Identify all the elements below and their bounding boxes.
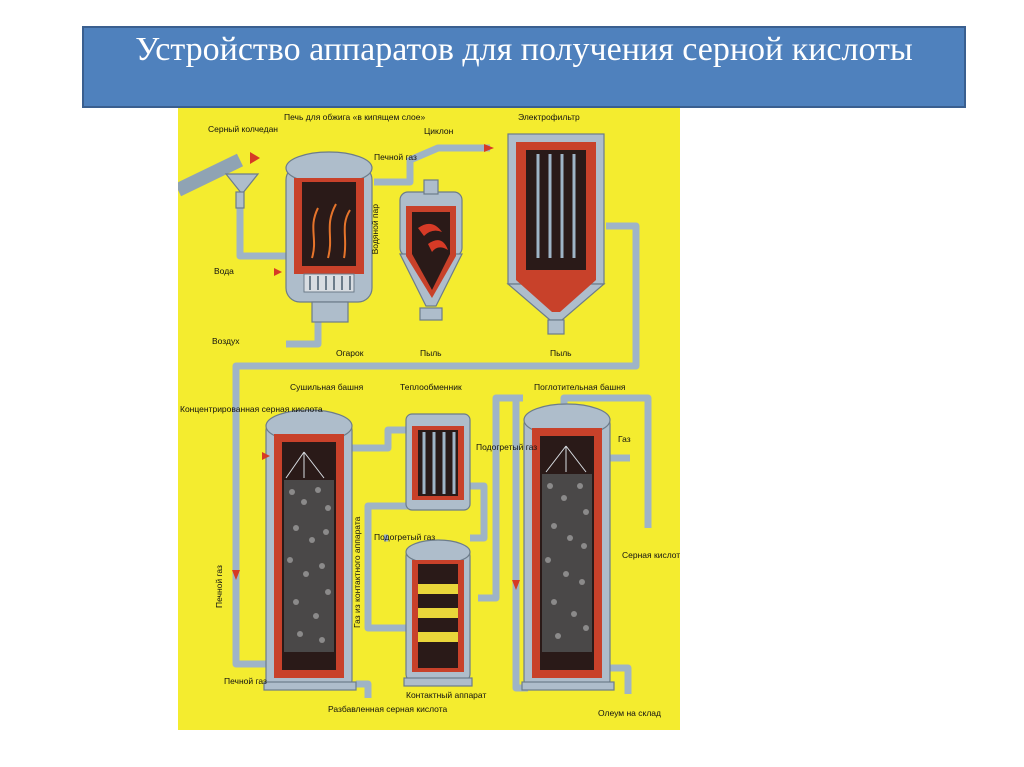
label-furnace-gas-side: Печной газ xyxy=(214,565,224,608)
label-water: Вода xyxy=(214,266,234,276)
label-pyrite: Серный колчедан xyxy=(208,124,278,134)
label-heated-gas-1: Подогретый газ xyxy=(476,442,537,452)
heat-exchanger xyxy=(406,414,470,510)
label-steam: Водяной пар xyxy=(370,204,380,255)
label-conc-acid: Концентрированная серная кислота xyxy=(180,404,323,414)
label-dilute-acid: Разбавленная серная кислота xyxy=(328,704,448,714)
label-cinder: Огарок xyxy=(336,348,364,358)
label-heated-gas-2: Подогретый газ xyxy=(374,532,435,542)
label-furnace-gas-top: Печной газ xyxy=(374,152,417,162)
label-furnace: Печь для обжига «в кипящем слое» xyxy=(284,112,425,122)
label-sulfuric-acid: Серная кислота xyxy=(622,550,680,560)
label-gas-out: Газ xyxy=(618,434,631,444)
label-air: Воздух xyxy=(212,336,240,346)
cyclone xyxy=(400,180,462,320)
label-cyclone: Циклон xyxy=(424,126,454,136)
label-gas-from-contact: Газ из контактного аппарата xyxy=(352,516,362,628)
label-electrofilter: Электрофильтр xyxy=(518,112,580,122)
label-absorption-tower: Поглотительная башня xyxy=(534,382,626,392)
arrow-icon xyxy=(274,268,282,276)
process-diagram: Серный колчедан Печь для обжига «в кипящ… xyxy=(178,108,680,730)
label-heat-exchanger: Теплообменник xyxy=(400,382,462,392)
label-oleum: Олеум на склад xyxy=(598,708,661,718)
label-dust-2: Пыль xyxy=(550,348,572,358)
label-contact-apparatus: Контактный аппарат xyxy=(406,690,486,700)
contact-apparatus xyxy=(404,540,472,686)
label-dust-1: Пыль xyxy=(420,348,442,358)
arrow-icon xyxy=(250,152,260,164)
drying-tower xyxy=(264,410,356,690)
label-drying-tower: Сушильная башня xyxy=(290,382,364,392)
pyrite-hopper xyxy=(226,174,258,194)
electrofilter xyxy=(508,134,604,334)
furnace xyxy=(226,152,372,322)
label-furnace-gas-bottom: Печной газ xyxy=(224,676,267,686)
slide-title: Устройство аппаратов для получения серно… xyxy=(82,26,966,108)
